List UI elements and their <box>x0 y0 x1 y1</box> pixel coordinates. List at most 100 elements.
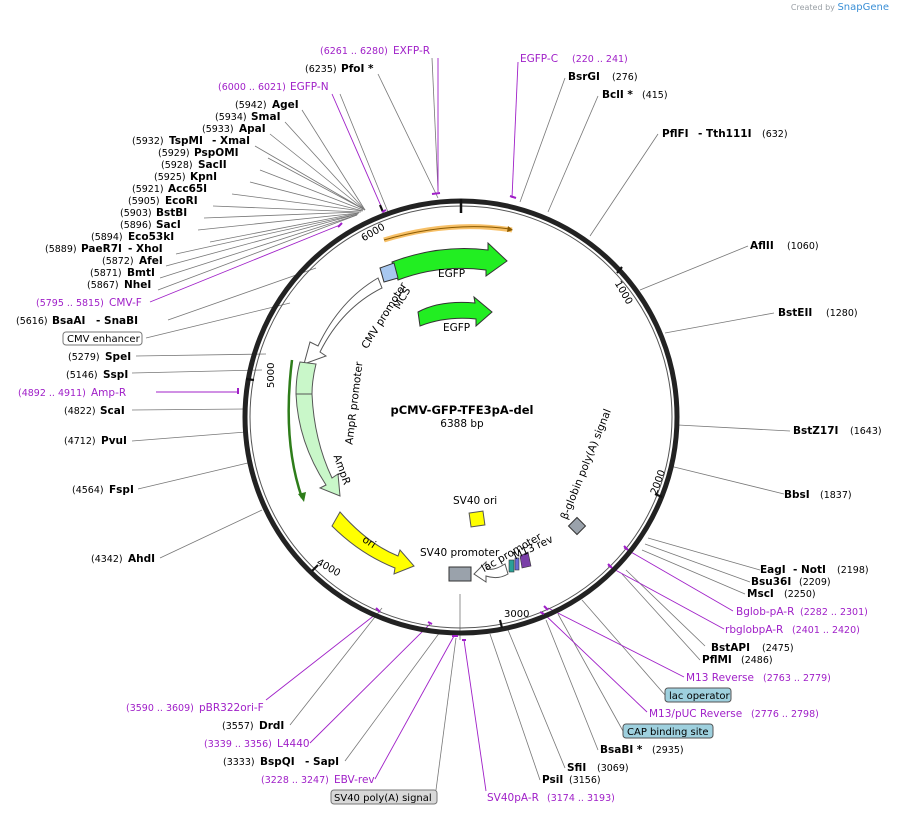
site-bsaai[interactable]: BsaAI <box>52 315 85 327</box>
site-scai[interactable]: ScaI <box>100 405 125 417</box>
site-saci[interactable]: SacI <box>156 219 181 231</box>
site-spei-pos: (5279) <box>68 352 100 363</box>
site-bbsi[interactable]: BbsI <box>784 489 810 501</box>
egfp-label-top: EGFP <box>438 268 465 280</box>
site-bsrgi[interactable]: BsrGI <box>568 71 600 83</box>
egfp-label-mid: EGFP <box>443 322 470 334</box>
primer-leaders <box>149 58 734 792</box>
site-bsteii-pos: (1280) <box>826 308 858 319</box>
sv40-ori-feature <box>468 510 486 528</box>
site-afei[interactable]: AfeI <box>139 255 163 267</box>
primer-ebv-rev[interactable]: EBV-rev <box>334 774 375 786</box>
site-sapi[interactable]: - SapI <box>305 756 339 768</box>
tick-4000: 4000 <box>315 557 343 579</box>
site-psii-pos: (3156) <box>569 775 601 786</box>
primer-m13-puc-reverse[interactable]: M13/pUC Reverse <box>649 708 742 720</box>
ampr-strand-line <box>287 359 304 499</box>
primer-rbglobpa-r[interactable]: rbglobpA-R <box>725 624 783 636</box>
site-spei[interactable]: SpeI <box>105 351 131 363</box>
site-tth111i[interactable]: - Tth111I <box>698 128 752 140</box>
site-pflfi[interactable]: PflFI <box>662 128 689 140</box>
site-bsrgi-pos: (276) <box>612 72 638 83</box>
site-bbsi-pos: (1837) <box>820 490 852 501</box>
site-bspqi[interactable]: BspQI <box>260 756 295 768</box>
site-bsteii[interactable]: BstEII <box>778 307 812 319</box>
primer-pbr322ori-f[interactable]: pBR322ori-F <box>199 702 264 714</box>
cap-site-box[interactable] <box>622 723 714 739</box>
site-apai-pos: (5933) <box>202 124 234 135</box>
site-xmai[interactable]: - XmaI <box>212 135 250 147</box>
snapgene-logo-text: SnapGene <box>837 2 889 13</box>
site-ecori-pos: (5905) <box>128 196 160 207</box>
tick-5000: 5000 <box>266 363 277 388</box>
primer-egfp-n[interactable]: EGFP-N <box>290 81 329 93</box>
primer-bglob-pa-r[interactable]: Bglob-pA-R <box>736 606 794 618</box>
site-pflmi[interactable]: PflMI <box>702 654 732 666</box>
primer-marks <box>237 192 629 641</box>
site-sfii[interactable]: SfiI <box>567 762 586 774</box>
site-tspmi-pos: (5932) <box>132 136 164 147</box>
site-paer7i[interactable]: PaeR7I <box>81 243 122 255</box>
site-sspi[interactable]: SspI <box>103 369 128 381</box>
site-fspi[interactable]: FspI <box>109 484 134 496</box>
site-fspi-pos: (4564) <box>72 485 104 496</box>
site-scai-pos: (4822) <box>64 406 96 417</box>
primer-cmv-f[interactable]: CMV-F <box>109 297 142 309</box>
site-acc65i[interactable]: Acc65I <box>168 183 207 195</box>
egfp-feature-mid <box>417 295 493 328</box>
lac-operator-box[interactable] <box>664 687 732 703</box>
sv40-polya-box[interactable] <box>330 789 438 805</box>
site-ecori[interactable]: EcoRI <box>165 195 198 207</box>
site-bstbi[interactable]: BstBI <box>156 207 187 219</box>
site-bcli[interactable]: BclI * <box>602 89 633 101</box>
plasmid-name: pCMV-GFP-TFE3pA-del <box>391 403 534 417</box>
primer-sv40pa-r[interactable]: SV40pA-R <box>487 792 539 804</box>
site-bstz17i-pos: (1643) <box>850 426 882 437</box>
orange-feature-head <box>507 226 513 232</box>
site-psii[interactable]: PsiI <box>542 774 563 786</box>
site-pflfi-pos: (632) <box>762 129 788 140</box>
site-sacii[interactable]: SacII <box>198 159 227 171</box>
site-pvui-pos: (4712) <box>64 436 96 447</box>
site-saci-pos: (5896) <box>120 220 152 231</box>
site-tspmi[interactable]: TspMI <box>169 135 203 147</box>
site-paer7i-pos: (5889) <box>45 244 77 255</box>
site-ahdi[interactable]: AhdI <box>128 553 155 565</box>
cmv-enhancer-box[interactable] <box>62 331 143 346</box>
site-bsu36i[interactable]: Bsu36I <box>751 576 791 588</box>
site-eco53ki[interactable]: Eco53kI <box>128 231 174 243</box>
primer-egfp-c[interactable]: EGFP-C <box>520 53 558 65</box>
site-smai[interactable]: SmaI <box>251 111 281 123</box>
site-drdi[interactable]: DrdI <box>259 720 284 732</box>
site-pspomi[interactable]: PspOMI <box>194 147 239 159</box>
site-aflii[interactable]: AflII <box>750 240 774 252</box>
site-snabi[interactable]: - SnaBI <box>96 315 138 327</box>
primer-exfp-r[interactable]: EXFP-R <box>393 45 430 57</box>
site-apai[interactable]: ApaI <box>239 123 266 135</box>
primer-l4440[interactable]: L4440 <box>277 738 310 750</box>
site-drdi-pos: (3557) <box>222 721 254 732</box>
site-noti[interactable]: - NotI <box>793 564 826 576</box>
site-nhei[interactable]: NheI <box>124 279 151 291</box>
site-afei-pos: (5872) <box>102 256 134 267</box>
ampr-strand-head <box>298 492 306 502</box>
site-bstz17i[interactable]: BstZ17I <box>793 425 838 437</box>
site-kpni[interactable]: KpnI <box>190 171 217 183</box>
ampr-promoter-label: AmpR promoter <box>343 360 365 445</box>
site-aflii-pos: (1060) <box>787 241 819 252</box>
site-pfoi[interactable]: PfoI * <box>341 63 374 75</box>
primer-amp-r[interactable]: Amp-R <box>91 387 126 399</box>
site-bmti[interactable]: BmtI <box>127 267 155 279</box>
site-bstapi[interactable]: BstAPI <box>711 642 750 654</box>
primer-m13-reverse[interactable]: M13 Reverse <box>686 672 754 684</box>
lac-operator-mark <box>508 559 515 573</box>
site-pvui[interactable]: PvuI <box>101 435 127 447</box>
primer-pbr322ori-f-range: (3590 .. 3609) <box>126 703 194 714</box>
site-eagi[interactable]: EagI <box>760 564 786 576</box>
created-by-text: Created by <box>790 3 835 12</box>
site-bsabi[interactable]: BsaBI * <box>600 744 643 756</box>
orange-feature-arc <box>383 224 513 243</box>
site-msci[interactable]: MscI <box>747 588 774 600</box>
site-xhoi[interactable]: - XhoI <box>128 243 163 255</box>
site-agei[interactable]: AgeI <box>272 99 299 111</box>
